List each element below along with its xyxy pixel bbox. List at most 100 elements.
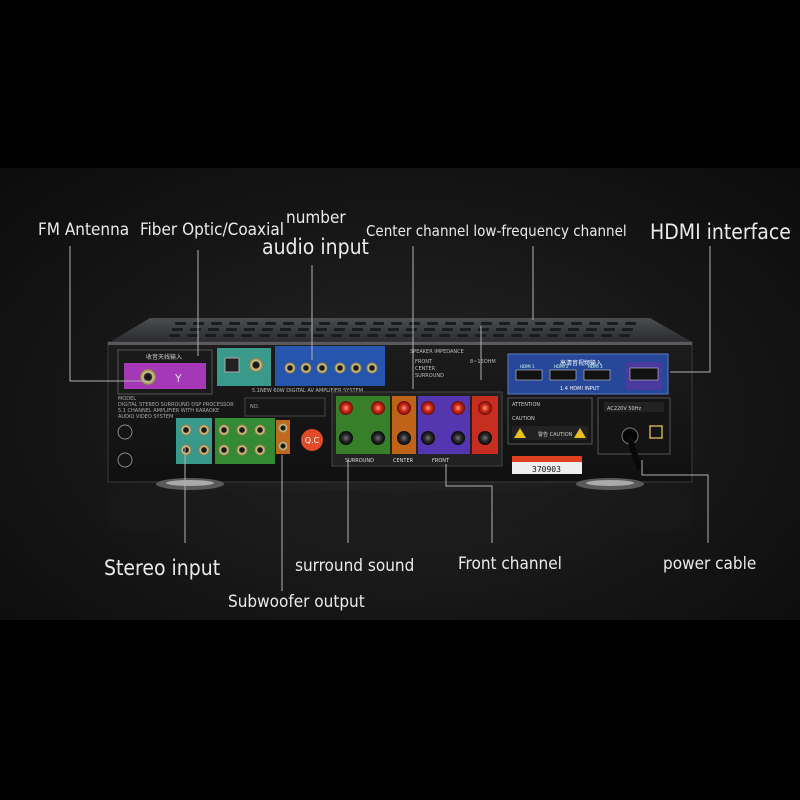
vent-slot [205,334,216,337]
binding-post-black [371,431,385,445]
vent-slot [391,322,402,325]
vent-slot [277,334,288,337]
vent-slot [496,328,507,331]
stereo-jack [218,444,230,456]
svg-text:HDMI 1: HDMI 1 [520,364,535,369]
vent-slot [499,322,510,325]
svg-text:370903: 370903 [532,465,561,474]
stereo-jack [198,424,210,436]
vent-slot [406,328,417,331]
vent-slot [553,322,564,325]
vent-slot [481,322,492,325]
vent-slot [355,322,366,325]
label-surround-sound: surround sound [295,556,415,576]
hdmi-port-1 [515,369,543,381]
audio-input-jack [334,362,346,374]
vent-slot [349,334,360,337]
binding-post-black [451,431,465,445]
svg-text:CENTER: CENTER [393,458,414,464]
svg-text:8~16OHM: 8~16OHM [470,359,496,365]
vent-slot [493,334,504,337]
binding-post-red [397,401,411,415]
vent-slot [532,328,543,331]
svg-text:FRONT: FRONT [415,359,433,365]
vent-slot [208,328,219,331]
label-hdmi-interface: HDMI interface [650,220,791,244]
label-fiber-optic-coaxial: Fiber Optic/Coaxial [140,220,284,240]
vent-slot [604,328,615,331]
vent-slot [172,328,183,331]
vent-slot [589,322,600,325]
vent-slot [571,322,582,325]
svg-text:FRONT: FRONT [432,458,450,464]
binding-post-black [478,431,492,445]
vent-slot [619,334,630,337]
vent-slot [439,334,450,337]
vent-slot [421,334,432,337]
vent-slot [517,322,528,325]
vent-slot [298,328,309,331]
binding-post-red [339,401,353,415]
label-fm-antenna: FM Antenna [38,220,130,240]
reflection [108,490,692,530]
svg-text:5.1NEW 60W DIGITAL AV AMPLIFIE: 5.1NEW 60W DIGITAL AV AMPLIFIER SYSTEM [252,388,363,394]
binding-post-black [339,431,353,445]
label-audio-input: audio input [262,235,369,259]
vent-slot [424,328,435,331]
audio-input-jack [366,362,378,374]
vent-slot [445,322,456,325]
vent-slot [337,322,348,325]
svg-text:Y: Y [174,372,182,385]
label-stereo-input: Stereo input [104,556,221,580]
vent-slot [295,334,306,337]
vent-slot [226,328,237,331]
vent-slot [457,334,468,337]
qc-badge [301,429,323,451]
brand-logo [117,424,133,440]
leader-power-cable [641,460,709,543]
vent-slot [625,322,636,325]
vent-slot [229,322,240,325]
label-subwoofer-output: Subwoofer output [228,592,365,612]
svg-text:SURROUND: SURROUND [345,458,374,464]
binding-post-red [371,401,385,415]
vent-slot [223,334,234,337]
vent-slot [547,334,558,337]
svg-text:警告 CAUTION: 警告 CAUTION [538,431,573,438]
vent-slot [187,334,198,337]
vent-slot [241,334,252,337]
leader-front-channel [445,464,493,543]
hdmi-port-3 [583,369,611,381]
hdmi-port-2 [549,369,577,381]
label-center-lfe: Center channel low-frequency channel [366,222,627,240]
vent-slot [211,322,222,325]
binding-post-black [397,431,411,445]
vent-slot [313,334,324,337]
vent-slot [301,322,312,325]
svg-text:AC220V 50Hz: AC220V 50Hz [607,406,641,412]
vent-slot [388,328,399,331]
vent-slot [370,328,381,331]
stereo-jack [236,424,248,436]
svg-text:收音天线输入: 收音天线输入 [146,353,182,361]
audio-input-jack [284,362,296,374]
binding-post-red [421,401,435,415]
vent-slots [169,322,636,337]
vent-slot [511,334,522,337]
vent-slot [568,328,579,331]
stereo-jack [180,444,192,456]
vent-slot [409,322,420,325]
power-cable [627,435,643,471]
svg-text:高清音视频输入: 高清音视频输入 [560,359,602,367]
vent-slot [169,334,180,337]
vent-slot [352,328,363,331]
svg-text:CENTER: CENTER [415,366,436,372]
vent-slot [319,322,330,325]
svg-text:ATTENTION: ATTENTION [512,402,540,408]
svg-text:NO.: NO. [250,404,259,410]
stereo-jack [180,424,192,436]
vent-slot [175,322,186,325]
vent-slot [367,334,378,337]
svg-text:HDMI 3: HDMI 3 [588,364,603,369]
